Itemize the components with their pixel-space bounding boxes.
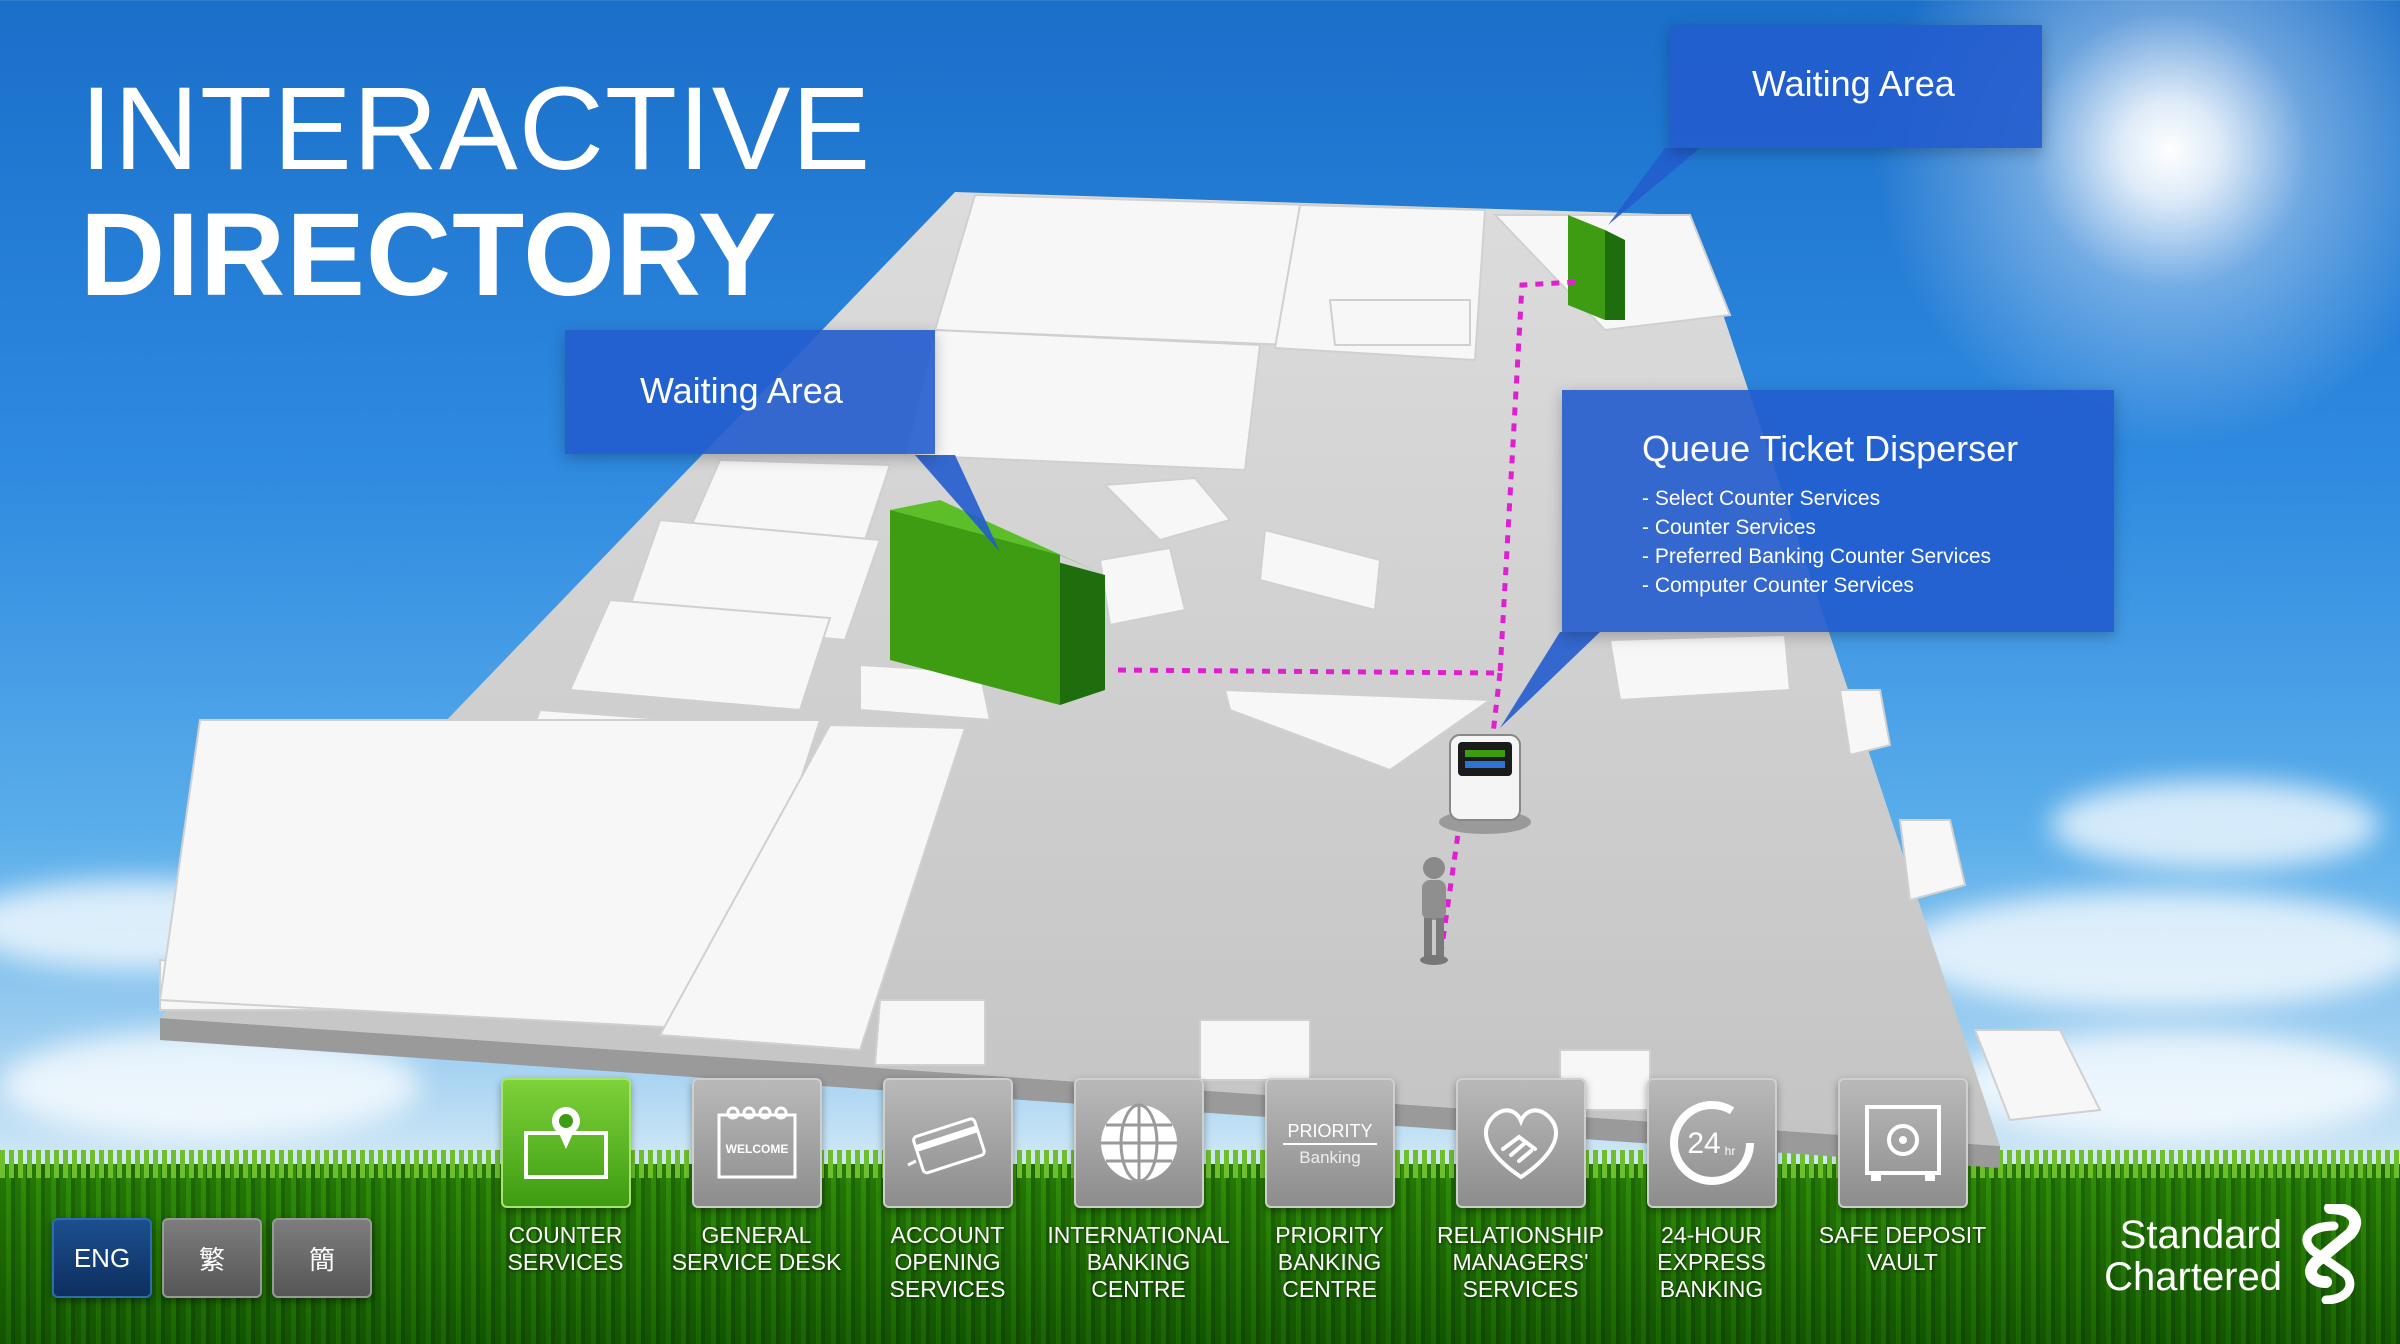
counter-services-icon [523, 1107, 608, 1179]
button-label: PRIORITY BANKING CENTRE [1275, 1222, 1384, 1302]
handshake-heart-icon [1483, 1108, 1558, 1180]
callout-pointer [915, 455, 1000, 552]
waiting-area-callout-right[interactable]: Waiting Area [1670, 25, 2042, 148]
callout-pointer [1500, 632, 1600, 728]
welcome-calendar-icon: WELCOME [717, 1106, 796, 1179]
vault-icon [1864, 1105, 1941, 1181]
waiting-area-block-right[interactable] [1568, 215, 1625, 320]
list-item: - Computer Counter Services [1642, 574, 1914, 597]
language-english-button[interactable]: ENG [52, 1218, 152, 1298]
service-toolbar: COUNTER SERVICES WELCOME GENERAL SERVICE… [470, 1078, 1998, 1303]
icon-text: PRIORITY [1287, 1121, 1372, 1141]
counter-services-button[interactable]: COUNTER SERVICES [470, 1078, 661, 1303]
title-line-2: DIRECTORY [80, 189, 778, 321]
button-label: SAFE DEPOSIT VAULT [1818, 1222, 1987, 1275]
account-opening-button[interactable]: ACCOUNT OPENING SERVICES [852, 1078, 1043, 1303]
button-label: ACCOUNT OPENING SERVICES [889, 1222, 1006, 1302]
cloud [2050, 780, 2380, 870]
queue-ticket-callout[interactable]: Queue Ticket Disperser - Select Counter … [1562, 390, 2114, 632]
icon-text: WELCOME [725, 1142, 788, 1156]
card-icon [906, 1117, 986, 1175]
callout-heading: Waiting Area [1752, 63, 1955, 104]
safe-deposit-vault-button[interactable]: SAFE DEPOSIT VAULT [1807, 1078, 1998, 1303]
wall-blocks [158, 193, 2102, 1122]
priority-banking-button[interactable]: PRIORITY Banking PRIORITY BANKING CENTRE [1234, 1078, 1425, 1303]
priority-banking-icon: PRIORITY Banking [1282, 1121, 1377, 1167]
language-traditional-chinese-button[interactable]: 繁 [162, 1218, 262, 1298]
cloud [1900, 890, 2400, 1010]
globe-icon [1100, 1103, 1177, 1183]
icon-text: Banking [1299, 1148, 1360, 1167]
waiting-area-block-left[interactable] [890, 500, 1105, 705]
brand-wordmark: Standard Chartered [2092, 1214, 2282, 1298]
button-label: GENERAL SERVICE DESK [671, 1222, 842, 1275]
icon-text: hr [1724, 1144, 1735, 1158]
24hr-icon: 24 hr [1669, 1101, 1754, 1185]
callout-pointer [1608, 148, 1700, 225]
queue-services-list: - Select Counter Services - Counter Serv… [1642, 484, 2018, 600]
list-item: - Select Counter Services [1642, 487, 1881, 510]
button-label: COUNTER SERVICES [507, 1222, 624, 1275]
button-label: RELATIONSHIP MANAGERS' SERVICES [1437, 1222, 1604, 1302]
relationship-managers-button[interactable]: RELATIONSHIP MANAGERS' SERVICES [1425, 1078, 1616, 1303]
title-line-1: INTERACTIVE [80, 63, 872, 195]
brand-line-2: Chartered [2104, 1255, 2282, 1299]
brand-line-1: Standard [2119, 1213, 2282, 1257]
language-simplified-chinese-button[interactable]: 簡 [272, 1218, 372, 1298]
callout-heading: Queue Ticket Disperser [1642, 428, 2019, 469]
list-item: - Counter Services [1642, 516, 1816, 539]
queue-ticket-kiosk[interactable] [1439, 734, 1531, 834]
waiting-area-callout-left[interactable]: Waiting Area [565, 330, 935, 454]
standard-chartered-logo-icon [2302, 1204, 2362, 1304]
express-banking-button[interactable]: 24 hr 24-HOUR EXPRESS BANKING [1616, 1078, 1807, 1303]
list-item: - Preferred Banking Counter Services [1642, 545, 1991, 568]
international-banking-button[interactable]: INTERNATIONAL BANKING CENTRE [1043, 1078, 1234, 1303]
callout-heading: Waiting Area [640, 370, 843, 411]
page-title: INTERACTIVE DIRECTORY [80, 70, 871, 314]
icon-text: 24 [1687, 1127, 1720, 1160]
button-label: 24-HOUR EXPRESS BANKING [1657, 1222, 1766, 1302]
visitor-figure-icon [1420, 857, 1448, 965]
general-service-desk-button[interactable]: WELCOME GENERAL SERVICE DESK [661, 1078, 852, 1303]
button-label: INTERNATIONAL BANKING CENTRE [1047, 1222, 1230, 1302]
